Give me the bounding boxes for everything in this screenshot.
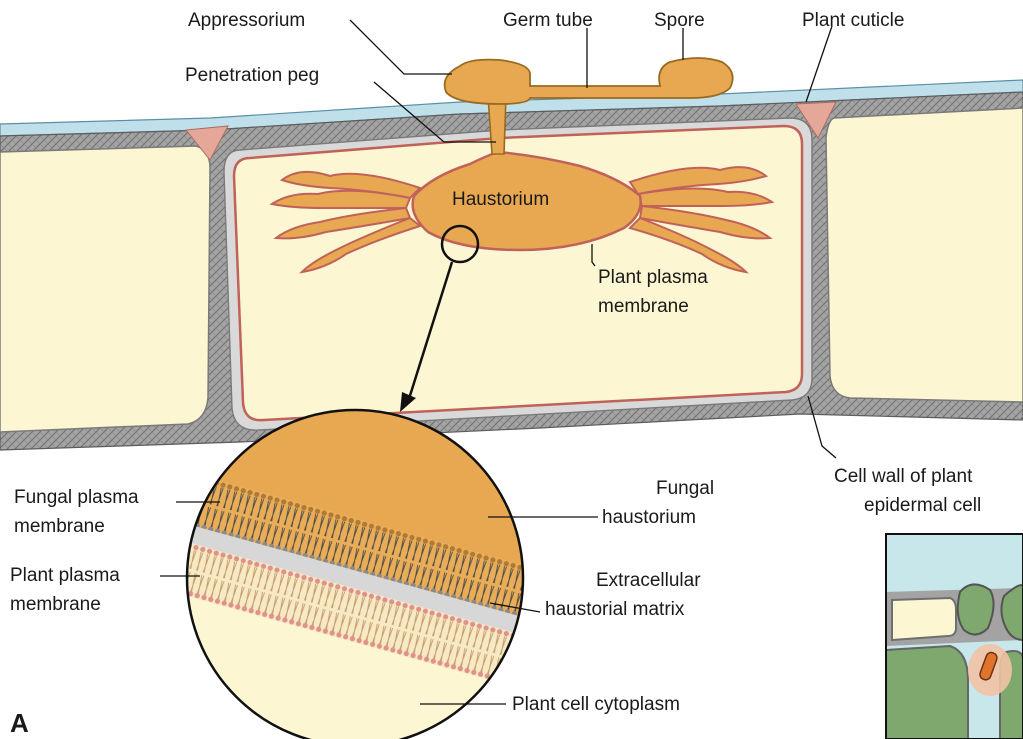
- label-haustorium: Haustorium: [452, 189, 549, 210]
- corner-inset: [886, 534, 1023, 739]
- label-cell-wall-line2: epidermal cell: [864, 495, 981, 516]
- right-epidermal-cell: [826, 108, 1023, 402]
- appressorium-germ-tube-spore: [445, 58, 733, 104]
- label-fungal-plasma-membrane-line1: Fungal plasma: [14, 487, 139, 508]
- label-plant-plasma-membrane-inset-line2: membrane: [10, 594, 101, 615]
- membrane-inset: [156, 400, 584, 739]
- label-plant-cell-cytoplasm: Plant cell cytoplasm: [512, 694, 680, 715]
- label-extracellular-matrix-line2: haustorial matrix: [545, 599, 685, 620]
- label-fungal-haustorium-line1: Fungal: [656, 478, 714, 499]
- label-plant-plasma-membrane-inset-line1: Plant plasma: [10, 565, 120, 586]
- panel-letter: A: [10, 708, 29, 738]
- left-epidermal-cell: [0, 146, 210, 432]
- label-penetration-peg: Penetration peg: [185, 65, 319, 86]
- label-fungal-plasma-membrane-line2: membrane: [14, 516, 105, 537]
- label-germ-tube: Germ tube: [503, 10, 593, 31]
- label-extracellular-matrix-line1: Extracellular: [596, 570, 701, 591]
- label-spore: Spore: [654, 10, 705, 31]
- label-appressorium: Appressorium: [188, 10, 305, 31]
- label-fungal-haustorium-line2: haustorium: [602, 507, 696, 528]
- label-plant-plasma-membrane-line1: Plant plasma: [598, 267, 708, 288]
- label-cell-wall-line1: Cell wall of plant: [834, 466, 973, 487]
- label-plant-cuticle: Plant cuticle: [802, 10, 904, 31]
- label-plant-plasma-membrane-line2: membrane: [598, 296, 689, 317]
